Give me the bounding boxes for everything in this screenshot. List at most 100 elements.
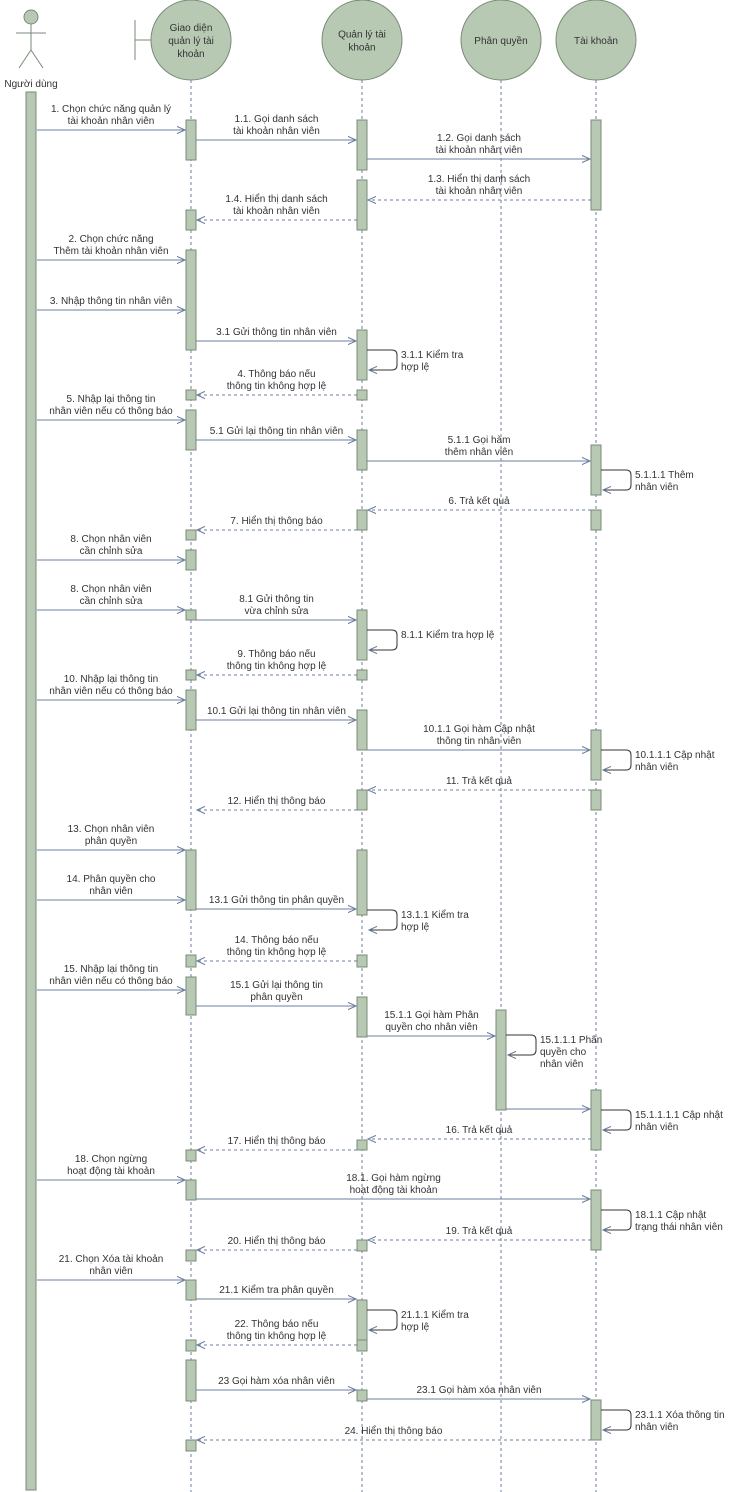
- activation-bar: [185, 119, 197, 161]
- message-label: 13.1 Gửi thông tin phân quyền: [209, 894, 344, 906]
- message-label: 23 Gọi hàm xóa nhân viên: [218, 1376, 335, 1387]
- activation-bar: [185, 1249, 197, 1262]
- message-sync: 13.1 Gửi thông tin phân quyền: [196, 894, 356, 909]
- activation-bar: [356, 429, 368, 471]
- self-call-arrow: [601, 749, 632, 770]
- message-label: 18.1.1 Cập nhật: [635, 1210, 706, 1221]
- activation-bar: [356, 179, 368, 231]
- activation-bar: [590, 1189, 602, 1251]
- message-label: 1.4. Hiển thị danh sách: [225, 193, 327, 205]
- activation-bar: [356, 329, 368, 381]
- message-label: 24. Hiển thị thông báo: [345, 1425, 443, 1437]
- message-label: nhân viên nếu có thông báo: [49, 975, 173, 987]
- activation-bar: [590, 1399, 602, 1441]
- activation-bar: [356, 1239, 368, 1252]
- message-label: 14. Thông báo nếu: [235, 934, 319, 946]
- participant-actor: Người dùng: [4, 9, 58, 90]
- message-label: 15.1 Gửi lại thông tin: [230, 979, 323, 991]
- activation-bar: [495, 1009, 507, 1111]
- activation-bar: [356, 1139, 368, 1151]
- self-call-arrow: [367, 909, 398, 930]
- activation-bar: [356, 609, 368, 661]
- activation-bar: [356, 119, 368, 171]
- activation-bar: [590, 509, 602, 531]
- message-label: 10.1.1 Gọi hàm Cập nhật: [423, 724, 535, 735]
- participant-label: Giao diện: [170, 23, 213, 34]
- message-label: thông tin không hợp lệ: [227, 661, 327, 672]
- message-label: 3. Nhập thông tin nhân viên: [50, 296, 172, 307]
- message-label: hoạt động tài khoản: [67, 1166, 155, 1177]
- message-label: 10. Nhập lại thông tin: [64, 674, 159, 685]
- message-label: 1.3. Hiển thị danh sách: [428, 173, 530, 185]
- activation-bar: [356, 789, 368, 811]
- self-call-arrow: [601, 469, 632, 490]
- message-label: nhân viên: [540, 1059, 583, 1070]
- message-label: 22. Thông báo nếu: [235, 1318, 319, 1330]
- message-label: 18.1. Gọi hàm ngừng: [346, 1173, 441, 1184]
- activation-bar: [590, 444, 602, 496]
- message-label: 18. Chọn ngừng: [75, 1154, 147, 1165]
- message-label: 10.1 Gửi lại thông tin nhân viên: [207, 705, 346, 717]
- activation-bar: [185, 609, 197, 621]
- message-label: thông tin nhân viên: [437, 736, 522, 747]
- message-label: tài khoản nhân viên: [233, 126, 320, 137]
- boundary-circle-icon: [150, 0, 232, 81]
- message-label: cần chỉnh sửa: [80, 545, 143, 557]
- message-return: 24. Hiển thị thông báo: [197, 1425, 591, 1440]
- message-sync: 3. Nhập thông tin nhân viên: [37, 296, 185, 310]
- activation-bar: [356, 1299, 368, 1341]
- participant-label: Quản lý tài: [338, 30, 386, 41]
- message-label: hoạt động tài khoản: [350, 1185, 438, 1196]
- control-circle-icon: [321, 0, 403, 81]
- activation-bar: [590, 119, 602, 211]
- message-label: 21.1 Kiểm tra phân quyền: [219, 1284, 334, 1296]
- entity-circle-icon: [460, 0, 542, 81]
- message-label: vừa chỉnh sửa: [245, 605, 309, 617]
- message-label: nhân viên: [89, 1266, 132, 1277]
- message-sync: 3.1 Gửi thông tin nhân viên: [196, 326, 356, 341]
- message-label: 2. Chọn chức năng: [68, 234, 153, 245]
- message-label: 5.1 Gửi lại thông tin nhân viên: [210, 425, 343, 437]
- message-label: Thêm tài khoản nhân viên: [53, 246, 168, 257]
- message-label: nhân viên: [635, 482, 678, 493]
- message-label: thông tin không hợp lệ: [227, 381, 327, 392]
- message-label: 8. Chọn nhân viên: [70, 584, 151, 595]
- activation-bar: [356, 709, 368, 751]
- activation-bar: [185, 976, 197, 1016]
- message-label: 13. Chọn nhân viên: [68, 824, 155, 835]
- message-label: 8. Chọn nhân viên: [70, 534, 151, 545]
- activation-bar: [185, 669, 197, 681]
- message-sync: 23 Gọi hàm xóa nhân viên: [196, 1376, 356, 1390]
- message-label: 15. Nhập lại thông tin: [64, 964, 159, 975]
- activation-bar: [185, 1439, 197, 1452]
- message-label: 19. Trả kết quả: [446, 1225, 513, 1237]
- activation-bar: [185, 389, 197, 401]
- activation-bar: [185, 1339, 197, 1352]
- message-label: 21. Chọn Xóa tài khoản: [59, 1254, 164, 1265]
- message-label: tài khoản nhân viên: [436, 186, 523, 197]
- activation-bar: [185, 689, 197, 731]
- message-label: 9. Thông báo nếu: [237, 648, 315, 660]
- self-call-arrow: [367, 349, 398, 370]
- activation-bar: [356, 849, 368, 916]
- message-label: nhân viên nếu có thông báo: [49, 685, 173, 697]
- activation-bar: [25, 91, 37, 1491]
- message-label: nhân viên: [89, 886, 132, 897]
- message-label: 1.2. Gọi danh sách: [437, 133, 521, 144]
- participant-label: khoản: [177, 49, 204, 60]
- entity-circle-icon: [555, 0, 637, 81]
